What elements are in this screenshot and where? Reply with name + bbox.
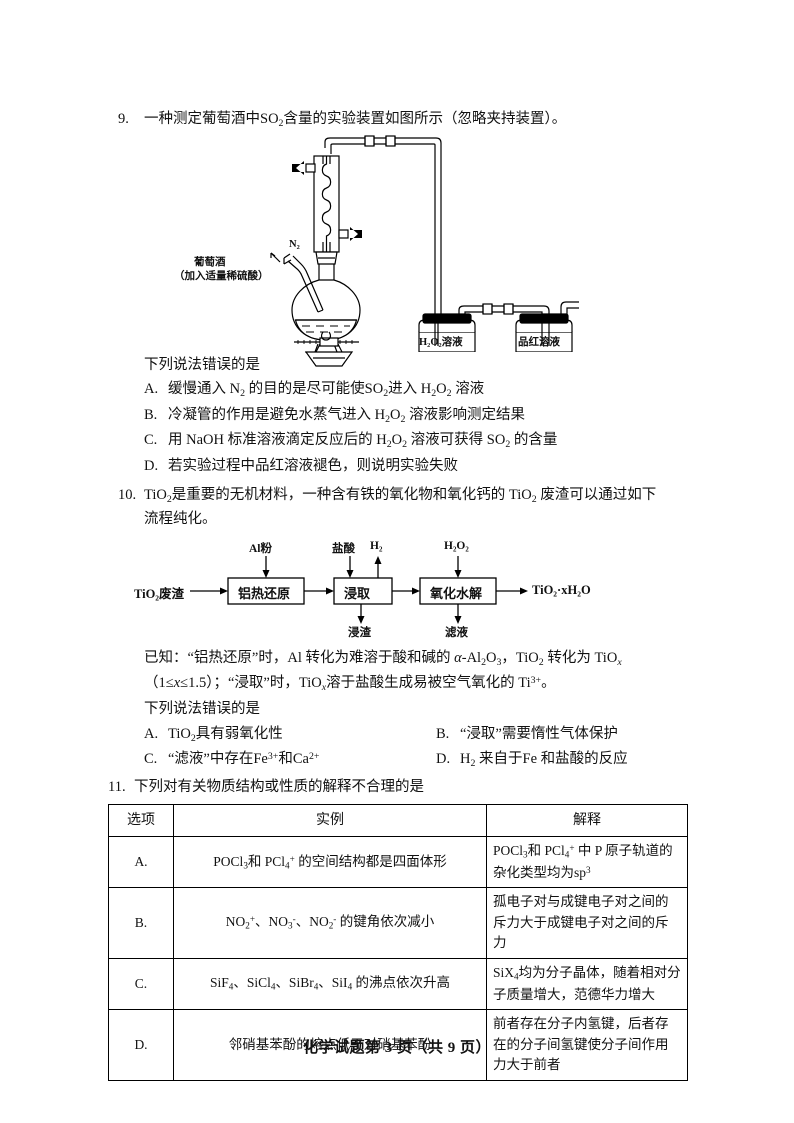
question-10-stem-line1: TiO2是重要的无机材料，一种含有铁的氧化物和氧化钙的 TiO2 废渣可以通过如… [144,487,657,506]
option-label: C. [144,751,158,768]
question-11-stem: 下列对有关物质结构或性质的解释不合理的是 [134,778,424,795]
question-9-option-b[interactable]: B. 冷凝管的作用是避免水蒸气进入 H2O2 溶液影响测定结果 [144,403,698,429]
option-text: 冷凝管的作用是避免水蒸气进入 H2O2 溶液影响测定结果 [168,406,526,425]
question-9-prompt: 下列说法错误的是 [144,356,260,373]
option-label: D. [436,751,451,768]
option-text: “滤液”中存在Fe3+和Ca2+ [168,751,320,768]
flow-box-1-label: 铝热还原 [238,585,291,601]
row-option: C. [108,957,174,1011]
question-9: 9. 一种测定葡萄酒中SO2含量的实验装置如图所示（忽略夹持装置）。 [118,108,698,478]
question-10-stem-line2: 流程纯化。 [144,511,217,528]
option-label: B. [144,406,158,423]
option-text: H2 来自于Fe 和盐酸的反应 [460,751,628,769]
option-text: 若实验过程中品红溶液褪色，则说明实验失败 [168,457,458,474]
table-row[interactable]: D. 邻硝基苯酚的熔点低于对硝基苯酚 前者存在分子内氢键，后者存在的分子间氢键使… [108,1009,688,1081]
tio2-purification-flowchart: TiO₂废渣 铝热还原 浸取 氧化水解 TiO₂·xH₂O Al粉 盐酸 H₂ … [118,536,698,644]
question-10-stem: TiO2是重要的无机材料，一种含有铁的氧化物和氧化钙的 TiO2 废渣可以通过如… [144,484,698,531]
bottle2-label: 品红溶液 [518,336,560,348]
option-label: B. [436,725,450,742]
reagent-al-label: Al粉 [249,542,272,555]
option-text: TiO2具有弱氧化性 [168,725,283,744]
row-example: 邻硝基苯酚的熔点低于对硝基苯酚 [173,1009,487,1081]
flowchart-drawing [190,555,528,624]
option-label: C. [144,432,158,449]
n2-label: N₂ [289,238,300,250]
question-10-option-a[interactable]: A. TiO2具有弱氧化性 [144,722,436,748]
row-explanation: 孤电子对与成键电子对之间的斥力大于成键电子对之间的斥力 [486,887,688,959]
question-10-number: 10. [118,487,137,504]
bottle1-label: H₂O₂溶液 [419,336,463,348]
table-header-row: 选项 实例 解释 [108,804,688,838]
question-10: 10. TiO2是重要的无机材料，一种含有铁的氧化物和氧化钙的 TiO2 废渣可… [118,484,698,772]
structure-property-table: 选项 实例 解释 A. POCl3和 PCl4+ 的空间结构都是四面体形 POC… [108,804,688,1081]
row-example: POCl3和 PCl4+ 的空间结构都是四面体形 [173,836,487,889]
alcohol-lamp [304,331,354,367]
question-10-option-c[interactable]: C. “滤液”中存在Fe3+和Ca2+ [144,747,436,773]
row-explanation: POCl3和 PCl4+ 中 P 原子轨道的杂化类型均为sp3 [486,836,688,889]
row-option: B. [108,887,174,959]
option-label: D. [144,457,159,474]
option-label: A. [144,381,159,398]
option-text: “浸取”需要惰性气体保护 [460,725,618,742]
question-9-stem: 一种测定葡萄酒中SO2含量的实验装置如图所示（忽略夹持装置）。 [144,111,567,129]
question-9-option-c[interactable]: C. 用 NaOH 标准溶液滴定反应后的 H2O2 溶液可获得 SO2 的含量 [144,428,698,454]
row-option: A. [108,836,174,889]
option-label: A. [144,725,159,742]
page-footer: 化学试题第 3 页（共 9 页） [302,1040,491,1056]
header-explanation: 解释 [486,804,688,838]
byproduct-residue-label: 浸渣 [348,626,371,639]
question-9-stem-row: 9. 一种测定葡萄酒中SO2含量的实验装置如图所示（忽略夹持装置）。 [118,108,698,132]
option-text: 缓慢通入 N2 的目的是尽可能使SO2进入 H2O2 溶液 [168,381,485,399]
row-example: NO2+、NO3-、NO2- 的键角依次减小 [173,887,487,959]
apparatus-drawing [270,135,579,352]
reagent-h2o2-label: H₂O₂ [444,539,469,552]
product-h2-label: H₂ [370,539,383,552]
question-10-stem-row: 10. TiO2是重要的无机材料，一种含有铁的氧化物和氧化钙的 TiO2 废渣可… [118,484,698,531]
question-11-number: 11. [108,778,126,795]
question-10-options: A. TiO2具有弱氧化性 B. “浸取”需要惰性气体保护 C. “滤液”中存在… [118,722,698,773]
question-9-number: 9. [118,111,129,127]
question-9-option-a[interactable]: A. 缓慢通入 N2 的目的是尽可能使SO2进入 H2O2 溶液 [144,377,698,403]
page-content: 9. 一种测定葡萄酒中SO2含量的实验装置如图所示（忽略夹持装置）。 [108,108,698,1083]
question-11: 11. 下列对有关物质结构或性质的解释不合理的是 选项 实例 解释 A. POC… [108,776,698,1081]
header-example: 实例 [173,804,487,838]
question-10-given-note: 已知：“铝热还原”时，Al 转化为难溶于酸和碱的 α-Al2O3，TiO2 转化… [118,646,698,697]
question-10-prompt: 下列说法错误的是 [144,701,260,718]
note-line-2: （1≤x≤1.5）；“浸取”时，TiOx溶于盐酸生成易被空气氧化的 Ti3+。 [144,674,556,693]
wine-label-line1: 葡萄酒 [194,256,226,268]
question-11-stem-row: 11. 下列对有关物质结构或性质的解释不合理的是 [108,776,698,799]
option-text: 用 NaOH 标准溶液滴定反应后的 H2O2 溶液可获得 SO2 的含量 [168,432,558,450]
question-10-option-d[interactable]: D. H2 来自于Fe 和盐酸的反应 [436,747,698,773]
row-explanation: 前者存在分子内氢键，后者存在的分子间氢键使分子间作用力大于前者 [486,1009,688,1081]
reagent-hcl-label: 盐酸 [332,542,355,555]
question-9-option-d[interactable]: D. 若实验过程中品红溶液褪色，则说明实验失败 [144,454,698,479]
table-row[interactable]: C. SiF4、SiCl4、SiBr4、SiI4 的沸点依次升高 SiX4均为分… [108,957,688,1011]
flow-output-label: TiO₂·xH₂O [532,582,591,597]
row-example: SiF4、SiCl4、SiBr4、SiI4 的沸点依次升高 [173,957,487,1011]
row-explanation: SiX4均为分子晶体，随着相对分子质量增大，范德华力增大 [486,957,688,1011]
header-option: 选项 [108,804,174,838]
note-line-1: 已知：“铝热还原”时，Al 转化为难溶于酸和碱的 α-Al2O3，TiO2 转化… [144,649,622,668]
table-row[interactable]: B. NO2+、NO3-、NO2- 的键角依次减小 孤电子对与成键电子对之间的斥… [108,887,688,959]
flow-input-label: TiO₂废渣 [134,586,185,601]
flow-box-3-label: 氧化水解 [430,585,483,601]
question-9-options: A. 缓慢通入 N2 的目的是尽可能使SO2进入 H2O2 溶液 B. 冷凝管的… [118,377,698,478]
question-10-option-b[interactable]: B. “浸取”需要惰性气体保护 [436,722,698,748]
flow-box-2-label: 浸取 [344,585,371,601]
so2-determination-apparatus: N₂ 葡萄酒 （加入适量稀硫酸） H₂O₂溶液 品红溶液 [118,134,698,367]
table-row[interactable]: A. POCl3和 PCl4+ 的空间结构都是四面体形 POCl3和 PCl4+… [108,836,688,889]
wine-label-line2: （加入适量稀硫酸） [174,270,269,282]
byproduct-filtrate-label: 滤液 [445,626,468,639]
